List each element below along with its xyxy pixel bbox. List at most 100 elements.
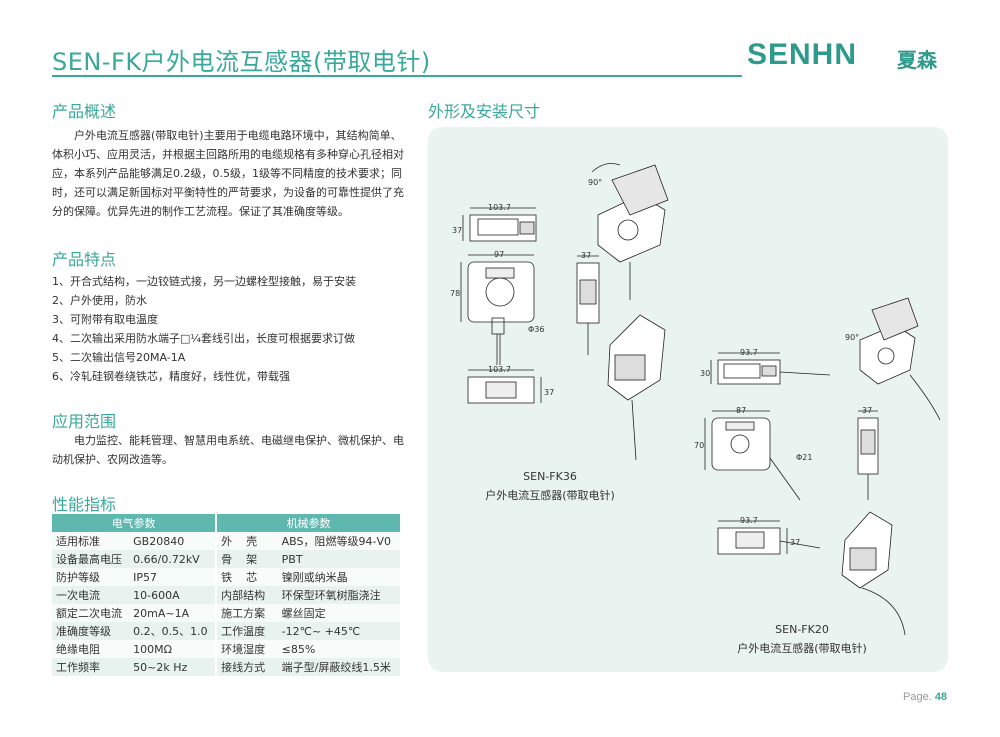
fk36-model-label: SEN-FK36 xyxy=(523,470,577,483)
fk20-dim-side: 37 xyxy=(862,406,872,415)
overview-text: 户外电流互感器(带取电针)主要用于电缆电路环境中，其结构简单、体积小巧、应用灵活… xyxy=(52,129,404,218)
fk36-dim-top-h: 37 xyxy=(452,226,462,235)
spec-key: 一次电流 xyxy=(52,586,130,604)
spec-key: 工作温度 xyxy=(216,622,278,640)
specs-header-row: 电气参数 机械参数 xyxy=(52,514,400,532)
applications-text: 电力监控、能耗管理、智慧用电系统、电磁继电保护、微机保护、电动机保护、农网改造等… xyxy=(52,434,404,466)
spec-key: 设备最高电压 xyxy=(52,550,130,568)
table-row: 工作频率 50~2k Hz 接线方式 端子型/屏蔽绞线1.5米 xyxy=(52,658,400,676)
fk36-side-view xyxy=(576,255,600,355)
table-row: 设备最高电压 0.66/0.72kV 骨架 PBT xyxy=(52,550,400,568)
spec-value: GB20840 xyxy=(129,532,218,550)
spec-value: 0.66/0.72kV xyxy=(129,550,218,568)
table-row: 适用标准 GB20840 外壳 ABS，阻燃等级94-V0 xyxy=(52,532,400,550)
spec-key: 施工方案 xyxy=(216,604,278,622)
spec-key: 防护等级 xyxy=(52,568,130,586)
fk36-dim-side: 37 xyxy=(581,251,591,260)
fk36-closed-iso xyxy=(607,314,666,461)
spec-value: -12℃~ +45℃ xyxy=(277,622,400,640)
overview-heading: 产品概述 xyxy=(52,102,117,121)
spec-value: ABS，阻燃等级94-V0 xyxy=(277,532,400,550)
fk20-front-view xyxy=(704,410,801,501)
fk20-dim-bottom-h: 37 xyxy=(790,538,800,547)
fk36-dim-bottom-h: 37 xyxy=(544,388,554,397)
spec-value: 0.2、0.5、1.0 xyxy=(129,622,218,640)
fk36-dim-top: 103.7 xyxy=(488,203,511,212)
spec-key: 骨架 xyxy=(216,550,278,568)
fk36-dim-angle: 90° xyxy=(588,178,602,187)
features-heading: 产品特点 xyxy=(52,250,117,269)
page-label: Page. xyxy=(903,691,932,703)
fk20-dim-top: 93.7 xyxy=(740,348,758,357)
fk20-dim-front-w: 87 xyxy=(736,406,746,415)
fk20-side-view xyxy=(857,410,879,500)
fk36-dim-hole: Φ36 xyxy=(528,325,544,334)
spec-value: PBT xyxy=(277,550,400,568)
spec-key: 额定二次电流 xyxy=(52,604,130,622)
spec-key: 环境湿度 xyxy=(216,640,278,658)
fk20-top-view xyxy=(710,352,831,385)
feature-item: 5、二次输出信号20MA-1A xyxy=(52,351,186,364)
spec-key: 绝缘电阻 xyxy=(52,640,130,658)
spec-key: 内部结构 xyxy=(216,586,278,604)
feature-item: 3、可附带有取电温度 xyxy=(52,313,158,326)
table-row: 额定二次电流 20mA~1A 施工方案 螺丝固定 xyxy=(52,604,400,622)
fk20-dim-top-h: 30 xyxy=(700,369,710,378)
fk36-open-iso xyxy=(591,163,669,300)
fk20-open-iso xyxy=(859,297,941,421)
fk36-dim-front-h: 78 xyxy=(450,289,460,298)
brand-logo-cn: 夏森 xyxy=(897,48,937,72)
fk20-model-label: SEN-FK20 xyxy=(775,623,829,636)
fk20-dim-bottom: 93.7 xyxy=(740,516,758,525)
applications-heading: 应用范围 xyxy=(52,412,117,431)
fk20-description: 户外电流互感器(带取电针) xyxy=(737,642,867,655)
table-row: 防护等级 IP57 铁芯 镍刚或纳米晶 xyxy=(52,568,400,586)
specs-table: 电气参数 机械参数 适用标准 GB20840 外壳 ABS，阻燃等级94-V0 … xyxy=(52,514,400,676)
page-number: Page. 48 xyxy=(903,691,947,703)
fk36-top-view xyxy=(462,207,537,242)
spec-value: 环保型环氧树脂浇注 xyxy=(277,586,400,604)
features-list: 1、开合式结构，一边铰链式接，另一边螺栓型接触，易于安装 2、户外使用，防水 3… xyxy=(52,272,412,386)
spec-key: 外壳 xyxy=(216,532,278,550)
spec-value: 镍刚或纳米晶 xyxy=(277,568,400,586)
fk36-description: 户外电流互感器(带取电针) xyxy=(485,489,615,502)
spec-key: 准确度等级 xyxy=(52,622,130,640)
fk36-dim-front-w: 97 xyxy=(494,250,504,259)
feature-item: 2、户外使用，防水 xyxy=(52,294,147,307)
spec-key: 接线方式 xyxy=(216,658,278,676)
spec-value: 10-600A xyxy=(129,586,218,604)
fk36-dim-bottom: 103.7 xyxy=(488,365,511,374)
spec-key: 适用标准 xyxy=(52,532,130,550)
spec-value: ≤85% xyxy=(277,640,400,658)
spec-value: 螺丝固定 xyxy=(277,604,400,622)
page-number-value: 48 xyxy=(934,691,948,703)
feature-item: 6、冷轧硅钢卷绕铁芯，精度好，线性优，带载强 xyxy=(52,370,290,383)
table-row: 准确度等级 0.2、0.5、1.0 工作温度 -12℃~ +45℃ xyxy=(52,622,400,640)
fk20-dim-angle: 90° xyxy=(845,333,859,342)
page-title: SEN-FK户外电流互感器(带取电针) xyxy=(52,48,431,76)
spec-value: 20mA~1A xyxy=(129,604,218,622)
spec-value: 100MΩ xyxy=(129,640,218,658)
spec-value: 50~2k Hz xyxy=(129,658,218,676)
specs-heading: 性能指标 xyxy=(52,495,117,514)
fk20-bottom-view xyxy=(717,520,821,555)
fk36-front-view xyxy=(460,254,535,365)
brand-logo: SENHN xyxy=(747,38,858,71)
electrical-params-header: 电气参数 xyxy=(52,514,218,532)
fk36-bottom-view xyxy=(467,369,542,404)
table-row: 一次电流 10-600A 内部结构 环保型环氧树脂浇注 xyxy=(52,586,400,604)
spec-key: 铁芯 xyxy=(216,568,278,586)
spec-value: 端子型/屏蔽绞线1.5米 xyxy=(277,658,400,676)
fk20-closed-iso xyxy=(841,511,906,636)
mechanical-params-header: 机械参数 xyxy=(216,514,400,532)
feature-item: 1、开合式结构，一边铰链式接，另一边螺栓型接触，易于安装 xyxy=(52,275,356,288)
spec-key: 工作频率 xyxy=(52,658,130,676)
spec-value: IP57 xyxy=(129,568,218,586)
fk20-dim-front-h: 70 xyxy=(694,441,704,450)
table-row: 绝缘电阻 100MΩ 环境湿度 ≤85% xyxy=(52,640,400,658)
title-underline xyxy=(52,75,742,77)
fk20-dim-hole: Φ21 xyxy=(796,453,812,462)
dimensions-heading: 外形及安装尺寸 xyxy=(428,102,541,121)
feature-item: 4、二次输出采用防水端子□¼套线引出，长度可根据要求订做 xyxy=(52,332,356,345)
